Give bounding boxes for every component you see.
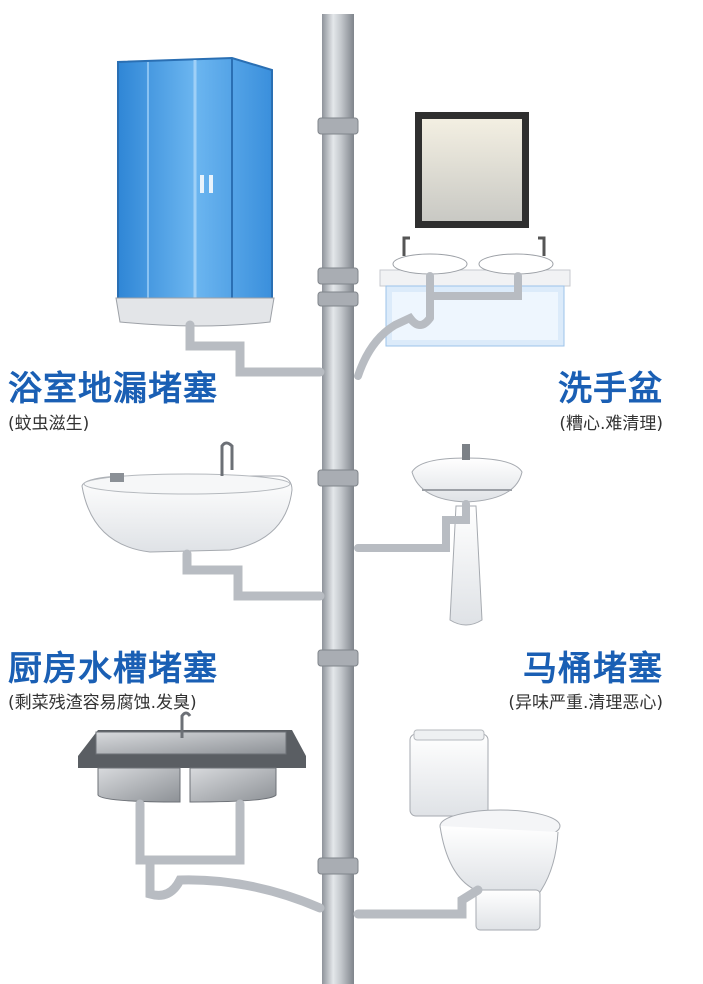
bathtub-drain-pipe [182,549,325,601]
shower-drain-subtitle: (蚊虫滋生) [8,414,90,434]
toilet [409,729,561,931]
washbasin-drain-pipe [354,272,522,380]
pedestal-drain-pipe [354,500,470,552]
washbasin-subtitle: (糟心.难清理) [559,414,663,434]
mirror [415,112,529,228]
shower-enclosure [115,56,275,327]
toilet-title: 马桶堵塞 [523,649,663,689]
shower-drain-pipe [185,320,325,377]
pedestal-sink [411,444,523,626]
kitchen-sink-subtitle: (剩菜残渣容易腐蚀.发臭) [8,693,197,713]
toilet-subtitle: (异味严重.清理恶心) [508,693,663,713]
kitchen-sink [78,711,306,803]
shower-drain-title: 浴室地漏堵塞 [8,369,218,409]
main-drain-pipe [317,14,359,984]
kitchen-sink-title: 厨房水槽堵塞 [8,649,218,689]
washbasin-title: 洗手盆 [558,369,663,409]
bathtub [81,441,293,553]
kitchen-drain-pipe [135,799,325,913]
toilet-drain-pipe [353,885,483,919]
